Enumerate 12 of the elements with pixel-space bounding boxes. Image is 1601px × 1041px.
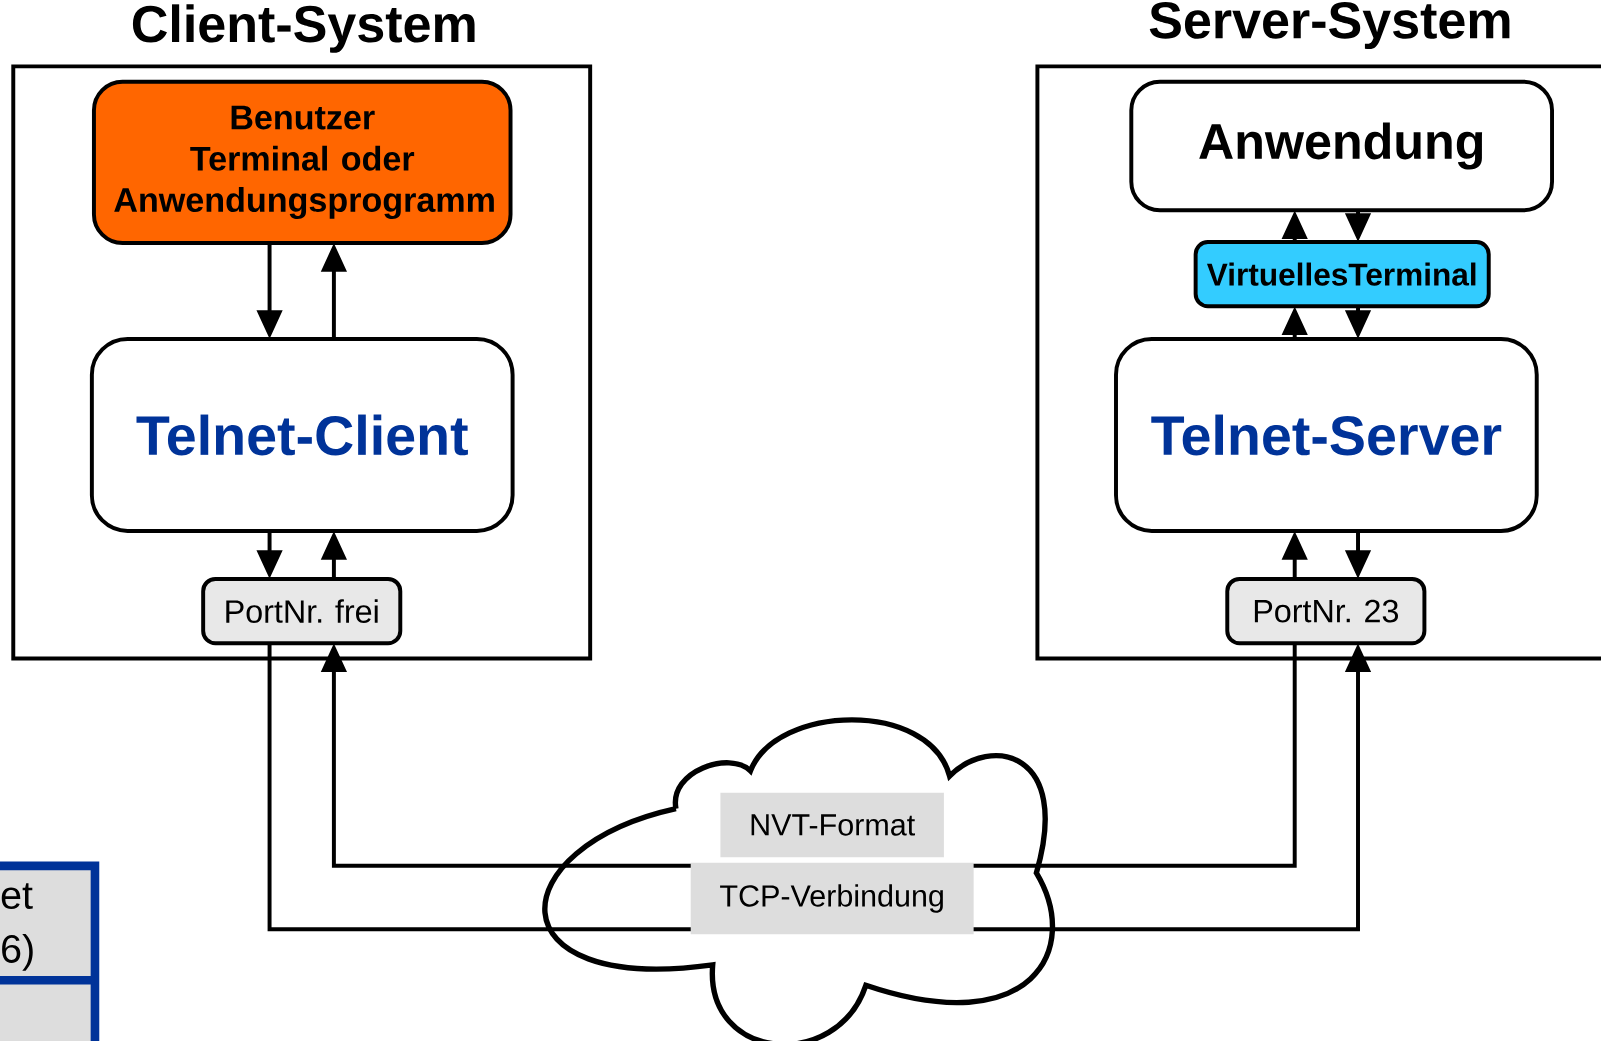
- process-box: Anwendung: [1129, 79, 1554, 213]
- rounded-box: Benutzer Terminal oder Anwendungsprogramm: [91, 79, 513, 245]
- process-box: Telnet-Client: [89, 336, 515, 533]
- terminal-box: VirtuellesTerminal: [1193, 239, 1491, 309]
- node-label: Server-System: [1149, 1, 1510, 49]
- edge-label: NVT-Format: [720, 792, 944, 857]
- node-label: Client-System: [132, 4, 475, 53]
- edge-label: TCP-Verbindung: [690, 862, 974, 935]
- process-box: Telnet-Server: [1114, 336, 1539, 533]
- port-box: PortNr. frei: [201, 576, 403, 645]
- port-box: PortNr. 23: [1225, 576, 1427, 645]
- cell-text: et 6): [1, 882, 33, 971]
